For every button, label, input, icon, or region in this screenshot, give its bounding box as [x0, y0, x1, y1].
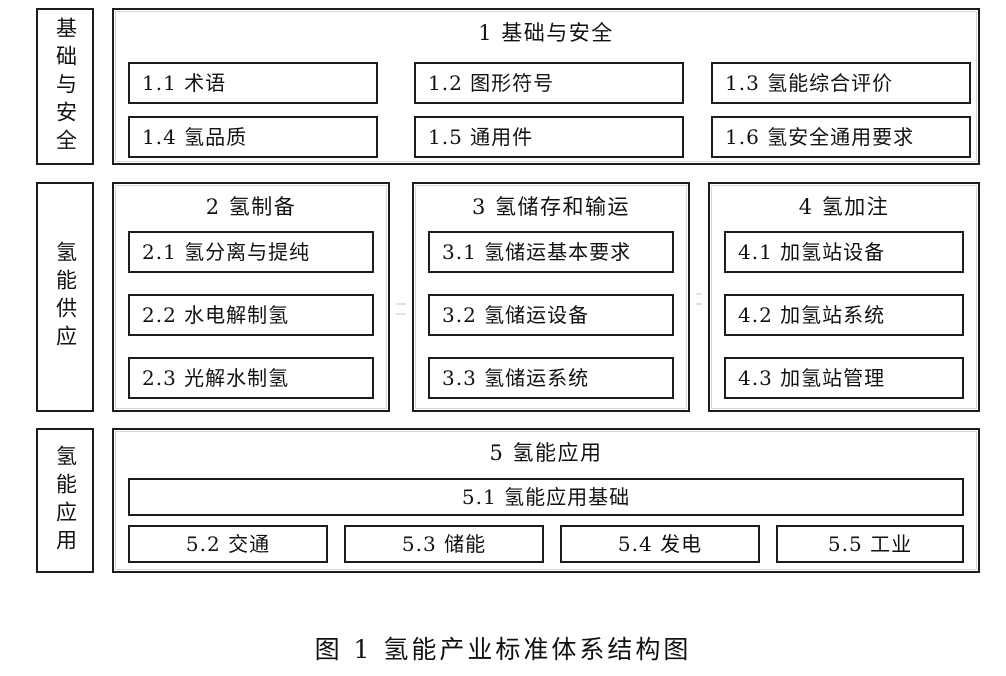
- category-label-hydrogen-supply: 氢能供应: [53, 241, 78, 353]
- item-label-4-3: 4.3 加氢站管理: [738, 366, 886, 390]
- item-box-5-3[interactable]: 5.3 储能: [344, 525, 544, 563]
- item-box-5-5[interactable]: 5.5 工业: [776, 525, 964, 563]
- group-title-3: 3 氢储存和输运: [471, 195, 631, 219]
- item-label-1-3: 1.3 氢能综合评价: [725, 71, 894, 95]
- item-box-3-3[interactable]: 3.3 氢储运系统: [428, 357, 674, 399]
- scan-artifact: [696, 303, 702, 305]
- group-title-1: 1 基础与安全: [478, 21, 614, 45]
- item-box-5-1[interactable]: 5.1 氢能应用基础: [128, 478, 964, 516]
- item-box-1-6[interactable]: 1.6 氢安全通用要求: [711, 116, 971, 158]
- item-box-2-3[interactable]: 2.3 光解水制氢: [128, 357, 374, 399]
- item-box-1-5[interactable]: 1.5 通用件: [414, 116, 684, 158]
- item-box-5-4[interactable]: 5.4 发电: [560, 525, 760, 563]
- item-box-1-2[interactable]: 1.2 图形符号: [414, 62, 684, 104]
- group-title-2: 2 氢制备: [205, 195, 297, 219]
- item-label-1-4: 1.4 氢品质: [142, 125, 248, 149]
- item-box-2-1[interactable]: 2.1 氢分离与提纯: [128, 231, 374, 273]
- item-box-5-2[interactable]: 5.2 交通: [128, 525, 328, 563]
- item-box-1-3[interactable]: 1.3 氢能综合评价: [711, 62, 971, 104]
- group-title-5: 5 氢能应用: [489, 441, 603, 465]
- item-box-2-2[interactable]: 2.2 水电解制氢: [128, 294, 374, 336]
- category-box-foundation-safety: 基础与安全: [36, 8, 94, 165]
- item-label-5-5: 5.5 工业: [827, 532, 913, 556]
- item-label-5-4: 5.4 发电: [617, 532, 703, 556]
- category-label-foundation-safety: 基础与安全: [53, 16, 78, 157]
- item-label-4-2: 4.2 加氢站系统: [738, 303, 886, 327]
- category-box-hydrogen-application: 氢能应用: [36, 428, 94, 573]
- group-title-4: 4 氢加注: [798, 195, 890, 219]
- item-label-1-6: 1.6 氢安全通用要求: [725, 125, 915, 149]
- item-label-5-2: 5.2 交通: [185, 532, 271, 556]
- item-label-5-3: 5.3 储能: [401, 532, 487, 556]
- figure-caption: 图 1 氢能产业标准体系结构图: [314, 635, 692, 664]
- scan-artifact: [396, 313, 406, 315]
- item-label-5-1: 5.1 氢能应用基础: [461, 485, 631, 509]
- item-label-1-2: 1.2 图形符号: [428, 71, 555, 95]
- item-box-4-3[interactable]: 4.3 加氢站管理: [724, 357, 964, 399]
- item-label-1-5: 1.5 通用件: [428, 125, 534, 149]
- item-box-4-1[interactable]: 4.1 加氢站设备: [724, 231, 964, 273]
- item-box-1-4[interactable]: 1.4 氢品质: [128, 116, 378, 158]
- item-box-3-1[interactable]: 3.1 氢储运基本要求: [428, 231, 674, 273]
- item-label-2-3: 2.3 光解水制氢: [142, 366, 290, 390]
- item-label-2-2: 2.2 水电解制氢: [142, 303, 290, 327]
- item-label-3-1: 3.1 氢储运基本要求: [442, 240, 632, 264]
- category-box-hydrogen-supply: 氢能供应: [36, 182, 94, 412]
- scan-artifact: [396, 303, 406, 305]
- item-label-3-2: 3.2 氢储运设备: [442, 303, 590, 327]
- item-label-2-1: 2.1 氢分离与提纯: [142, 240, 311, 264]
- item-box-3-2[interactable]: 3.2 氢储运设备: [428, 294, 674, 336]
- item-box-1-1[interactable]: 1.1 术语: [128, 62, 378, 104]
- item-label-4-1: 4.1 加氢站设备: [738, 240, 886, 264]
- category-label-hydrogen-application: 氢能应用: [53, 444, 78, 557]
- scan-artifact: [696, 293, 702, 295]
- item-label-3-3: 3.3 氢储运系统: [442, 366, 590, 390]
- item-label-1-1: 1.1 术语: [142, 71, 227, 95]
- item-box-4-2[interactable]: 4.2 加氢站系统: [724, 294, 964, 336]
